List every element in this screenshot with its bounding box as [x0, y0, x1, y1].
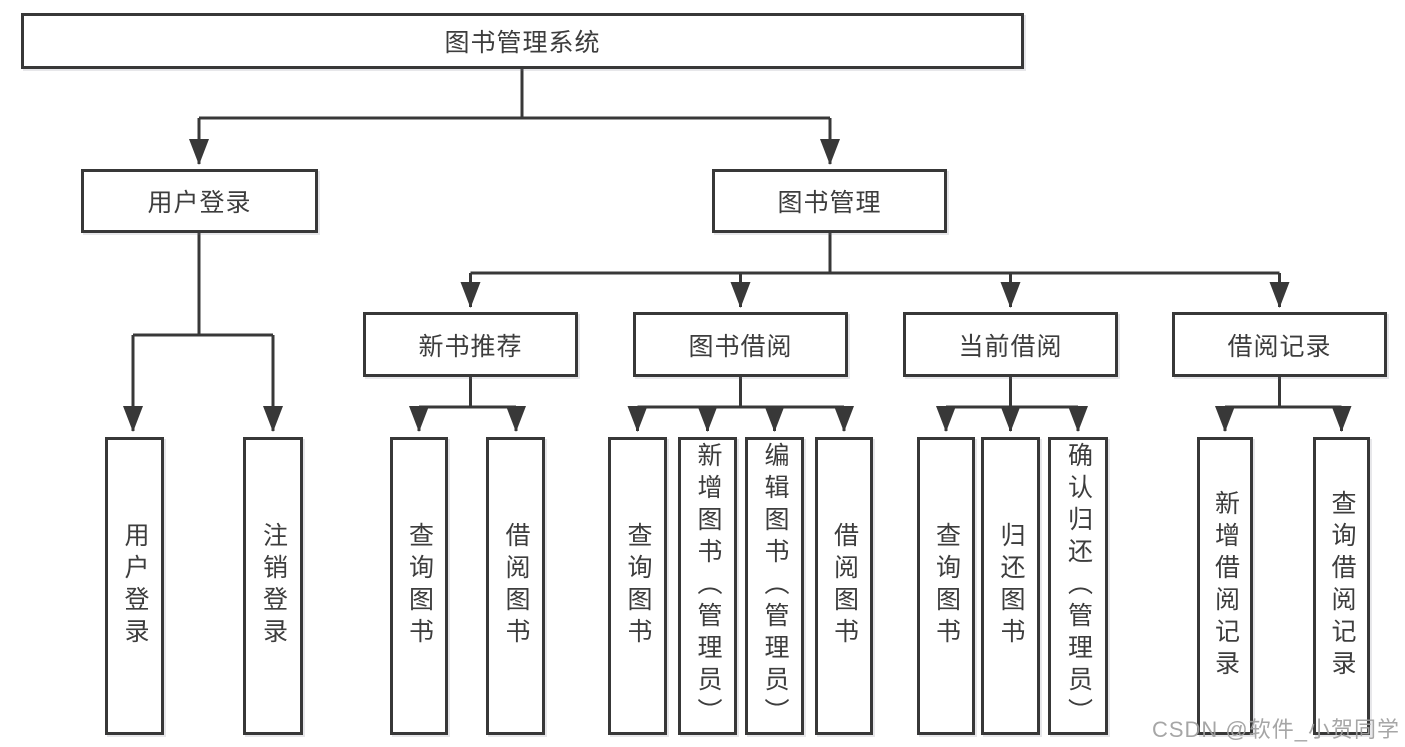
leaf-user-login-label: 用户登录	[121, 522, 149, 650]
leaf-query-books-recommend-label: 查询图书	[405, 522, 434, 650]
watermark-text: CSDN @软件_小贺同学	[1151, 717, 1400, 742]
node-new-book-recommend-label: 新书推荐	[418, 332, 523, 361]
leaf-confirm-return-admin-label: 确认归还（管理员）	[1064, 442, 1093, 730]
leaf-logout-label: 注销登录	[259, 522, 288, 650]
leaf-add-book-admin-label: 新增图书（管理员）	[694, 442, 722, 730]
leaf-borrow-books-recommend: 借阅图书	[486, 437, 545, 735]
leaf-confirm-return-admin: 确认归还（管理员）	[1048, 437, 1108, 735]
leaf-add-borrow-record-label: 新增借阅记录	[1211, 490, 1240, 682]
leaf-borrow-books-recommend-label: 借阅图书	[502, 522, 530, 650]
node-borrow-records-label: 借阅记录	[1227, 332, 1332, 361]
leaf-return-book: 归还图书	[981, 437, 1040, 735]
leaf-edit-book-admin: 编辑图书（管理员）	[745, 437, 804, 735]
node-user-login-label: 用户登录	[147, 189, 252, 217]
node-borrow-records: 借阅记录	[1172, 312, 1387, 377]
node-new-book-recommend: 新书推荐	[363, 312, 578, 377]
leaf-query-books-borrow-label: 查询图书	[624, 522, 652, 650]
node-library-system: 图书管理系统	[21, 13, 1024, 69]
node-current-borrow-label: 当前借阅	[958, 332, 1063, 361]
leaf-edit-book-admin-label: 编辑图书（管理员）	[761, 442, 789, 730]
leaf-query-books-recommend: 查询图书	[390, 437, 448, 735]
leaf-add-borrow-record: 新增借阅记录	[1197, 437, 1253, 735]
node-book-borrow: 图书借阅	[633, 312, 848, 377]
leaf-query-books-borrow: 查询图书	[608, 437, 667, 735]
node-book-management-label: 图书管理	[777, 189, 882, 217]
node-book-borrow-label: 图书借阅	[688, 332, 793, 361]
node-book-management: 图书管理	[712, 169, 947, 233]
leaf-add-book-admin: 新增图书（管理员）	[678, 437, 737, 735]
leaf-logout: 注销登录	[243, 437, 303, 735]
leaf-borrow-books-label: 借阅图书	[830, 522, 859, 650]
leaf-user-login: 用户登录	[105, 437, 164, 735]
node-library-system-label: 图书管理系统	[444, 29, 601, 57]
leaf-return-book-label: 归还图书	[997, 522, 1025, 650]
leaf-query-books-current: 查询图书	[917, 437, 975, 735]
leaf-query-borrow-record-label: 查询借阅记录	[1328, 490, 1356, 682]
node-current-borrow: 当前借阅	[903, 312, 1118, 377]
leaf-borrow-books: 借阅图书	[815, 437, 873, 735]
node-user-login: 用户登录	[81, 169, 318, 233]
leaf-query-borrow-record: 查询借阅记录	[1313, 437, 1370, 735]
leaf-query-books-current-label: 查询图书	[932, 522, 961, 650]
